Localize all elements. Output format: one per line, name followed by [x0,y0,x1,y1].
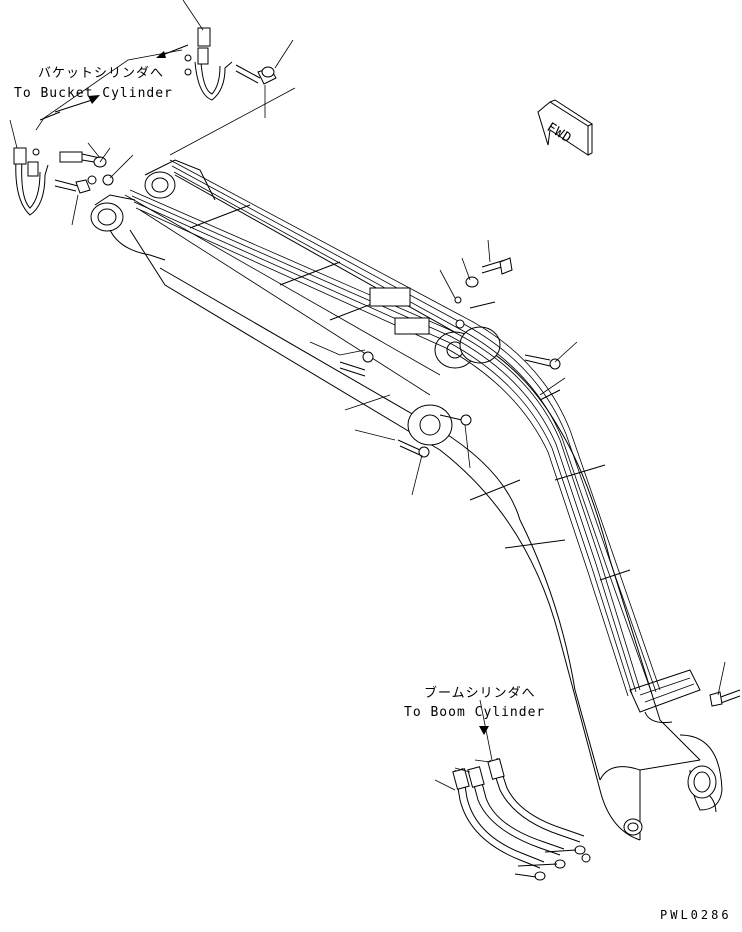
hydraulic-pipes [129,159,701,723]
mid-fasteners [339,257,561,458]
fwd-arrow-icon [537,99,594,156]
bucket-cylinder-label-jp: バケットシリンダへ [38,66,165,81]
arrow-icons [39,44,489,735]
boom-cylinder-label-jp: ブームシリンダへ [424,686,536,701]
boom-cylinder-label-en: To Boom Cylinder [404,705,546,720]
leader-lines [9,0,726,791]
boom-hose-assembly [452,689,741,881]
bucket-hose-fittings [13,27,277,216]
boom-body [90,159,723,841]
bucket-cylinder-label-en: To Bucket Cylinder [14,86,173,101]
drawing-number: PWL0286 [660,908,732,922]
